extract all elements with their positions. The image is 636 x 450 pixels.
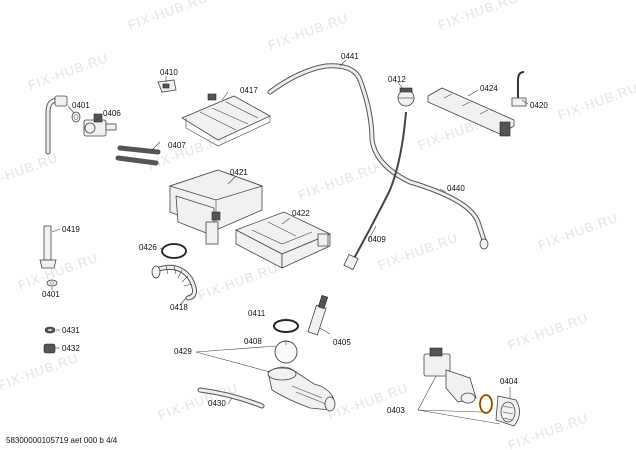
part-0410-clip <box>157 79 177 93</box>
label-0419: 0419 <box>62 225 80 234</box>
label-0407: 0407 <box>168 141 186 150</box>
watermark: FIX-HUB.RU <box>266 10 350 53</box>
label-0431: 0431 <box>62 326 80 335</box>
part-0420-hook <box>511 71 527 107</box>
part-0419-valve-stem <box>39 225 57 269</box>
part-0417-frame <box>181 93 271 147</box>
part-0412-pressure-switch <box>397 87 415 107</box>
watermark: FIX-HUB.RU <box>536 210 620 253</box>
label-0421: 0421 <box>230 168 248 177</box>
watermark: FIX-HUB.RU <box>506 310 590 353</box>
label-0424: 0424 <box>480 84 498 93</box>
label-0440: 0440 <box>447 184 465 193</box>
label-0409: 0409 <box>368 235 386 244</box>
label-0429: 0429 <box>174 347 192 356</box>
part-0411-ring <box>273 319 299 333</box>
part-labels: 0401 0406 0407 0410 0417 0421 0422 0426 … <box>42 52 548 415</box>
watermark: FIX-HUB.RU <box>156 380 240 423</box>
label-0430: 0430 <box>208 399 226 408</box>
watermark: FIX-HUB.RU <box>0 150 60 193</box>
part-0401-elbow <box>45 95 68 155</box>
watermark: FIX-HUB.RU <box>26 50 110 93</box>
label-0422: 0422 <box>292 209 310 218</box>
label-0418: 0418 <box>170 303 188 312</box>
label-0412: 0412 <box>388 75 406 84</box>
watermark: FIX-HUB.RU <box>0 350 80 393</box>
part-0405-sensor <box>307 294 329 336</box>
label-0417: 0417 <box>240 86 258 95</box>
part-0406-valve <box>83 113 117 137</box>
watermark: FIX-HUB.RU <box>16 250 100 293</box>
part-0424-rail <box>427 87 515 137</box>
watermark: FIX-HUB.RU <box>196 260 280 303</box>
part-0432-cap <box>43 343 56 354</box>
part-0407-hoses <box>115 145 161 166</box>
part-0431-washer <box>44 326 56 334</box>
watermark: FIX-HUB.RU <box>326 380 410 423</box>
watermark: FIX-HUB.RU <box>126 0 210 33</box>
part-0429-sump <box>267 366 336 412</box>
label-0401: 0401 <box>72 101 90 110</box>
part-0426-seal-ring <box>161 243 187 259</box>
label-0410: 0410 <box>160 68 178 77</box>
part-0441-0440-hose <box>267 63 489 250</box>
part-0404-filter <box>479 394 520 427</box>
watermark: FIX-HUB.RU <box>296 160 380 203</box>
document-code: 58300000105719 aet 000 b 4/4 <box>6 436 118 445</box>
watermark: FIX-HUB.RU <box>376 230 460 273</box>
label-0420: 0420 <box>530 101 548 110</box>
label-0441: 0441 <box>341 52 359 61</box>
part-0421-dispenser-housing <box>168 169 264 245</box>
part-0409-thin-hose <box>343 111 407 271</box>
part-0403-pump <box>423 347 477 404</box>
leader-lines <box>51 59 529 425</box>
label-0404: 0404 <box>500 377 518 386</box>
watermark: FIX-HUB.RU <box>556 80 636 123</box>
label-0403: 0403 <box>387 406 405 415</box>
part-0430-hose <box>197 387 265 409</box>
watermark: FIX-HUB.RU <box>436 0 520 33</box>
label-0401-lower: 0401 <box>42 290 60 299</box>
part-0422-dispenser-drawer <box>235 211 331 269</box>
label-0426: 0426 <box>139 243 157 252</box>
label-0405: 0405 <box>333 338 351 347</box>
label-0411: 0411 <box>248 309 266 318</box>
label-0432: 0432 <box>62 344 80 353</box>
label-0406: 0406 <box>103 109 121 118</box>
part-0401-nut <box>46 279 58 287</box>
part-0418-bellows-hose <box>151 264 197 301</box>
label-0408: 0408 <box>244 337 262 346</box>
part-0401-gasket <box>71 111 81 123</box>
